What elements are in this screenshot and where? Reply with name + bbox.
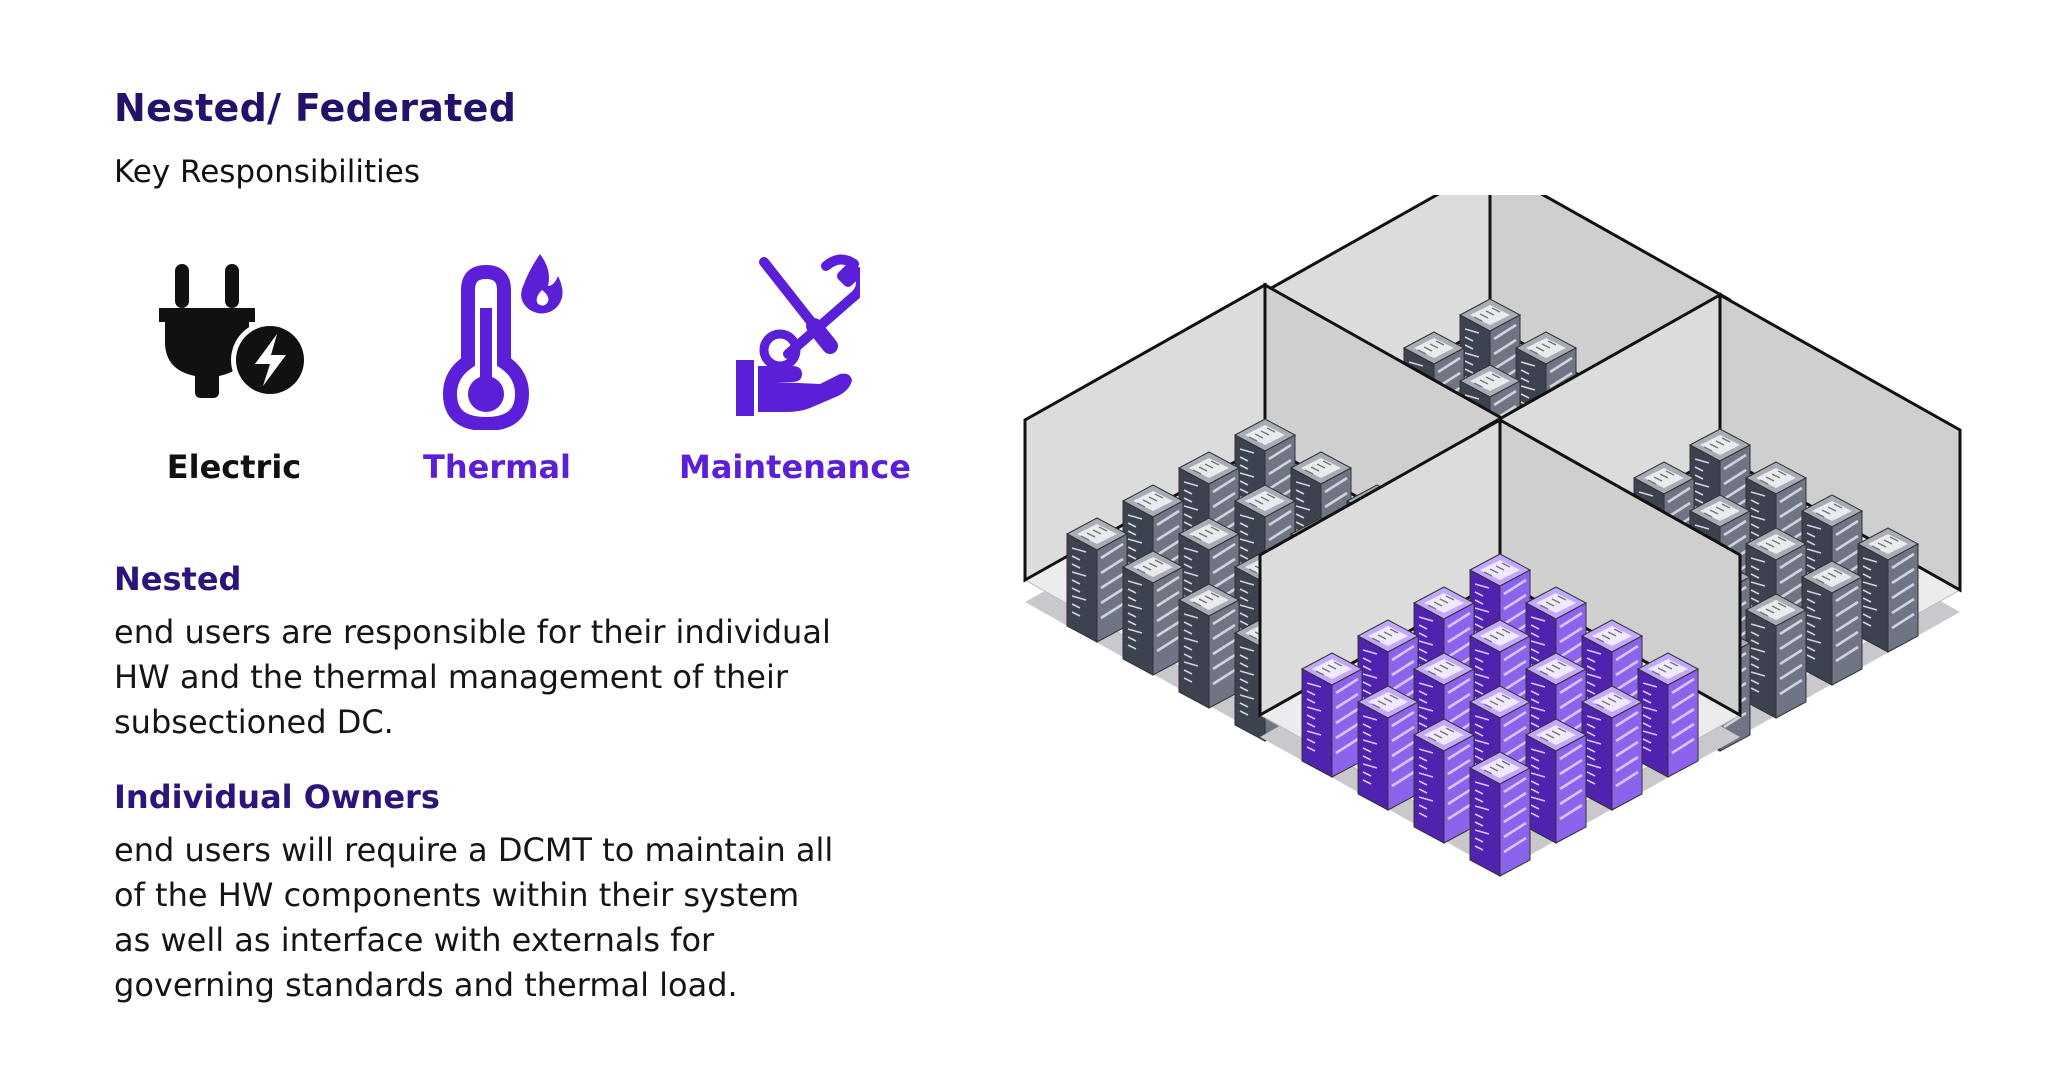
electric-label: Electric <box>166 448 302 486</box>
thermal-label: Thermal <box>423 448 571 486</box>
server-room-front-highlighted <box>1258 417 1742 877</box>
datacenter-illustration <box>980 162 2040 989</box>
page-subtitle: Key Responsibilities <box>114 154 420 190</box>
section-body-nested: end users are responsible for their indi… <box>114 613 831 741</box>
section-body-individual-owners: end users will require a DCMT to maintai… <box>114 831 834 1004</box>
maintenance-label: Maintenance <box>678 448 911 486</box>
tools-hand-icon <box>730 250 866 424</box>
section-heading-nested: Nested <box>114 560 242 598</box>
page-title: Nested/ Federated <box>114 86 517 130</box>
thermometer-flame-icon <box>430 250 580 434</box>
plug-lightning-icon <box>155 262 315 406</box>
section-heading-individual-owners: Individual Owners <box>114 778 440 816</box>
